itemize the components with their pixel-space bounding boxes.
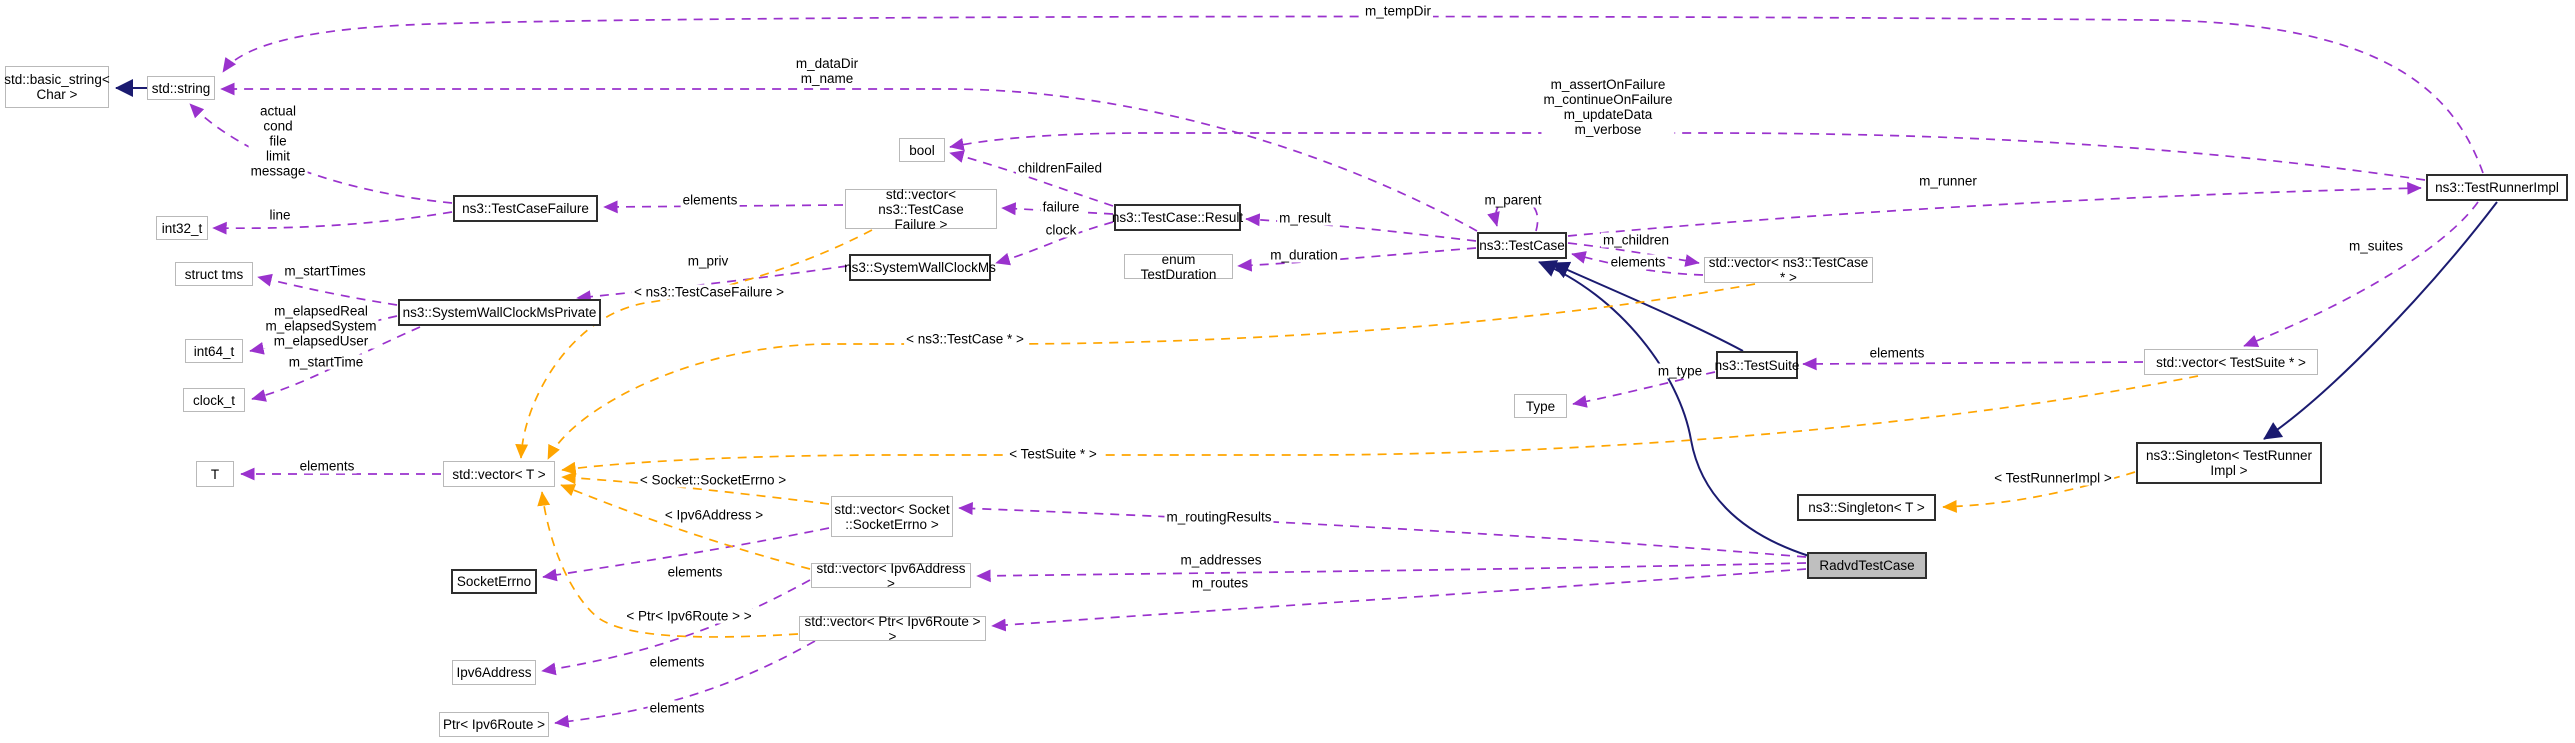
node-vector-ptr-ipv6route: std::vector< Ptr< Ipv6Route > > xyxy=(799,614,986,644)
node-bool: bool xyxy=(899,138,945,162)
edge-m-duration xyxy=(1237,247,1477,272)
edge-failure-strings xyxy=(189,103,453,204)
node-ptr-ipv6route: Ptr< Ipv6Route > xyxy=(439,712,549,737)
node-ns3-singleton-t[interactable]: ns3::Singleton< T > xyxy=(1797,494,1936,521)
edge-elements-socketerrno xyxy=(542,527,830,582)
edge-label-m-parent: m_parent xyxy=(1482,192,1544,208)
node-std-string: std::string xyxy=(147,76,215,100)
node-struct-tms: struct tms xyxy=(175,262,253,286)
edge-tmpl-ptr-ipv6route xyxy=(537,491,799,638)
edge-label-m-priv: m_priv xyxy=(685,253,731,269)
edge-m-result xyxy=(1245,213,1477,242)
edge-label-elements-testsuite: elements xyxy=(1867,345,1927,361)
edge-label-tmpl-ipv6address: < Ipv6Address > xyxy=(662,507,766,523)
edge-label-failure: failure xyxy=(1040,199,1082,215)
edge-label-clock: clock xyxy=(1043,222,1079,238)
edge-m-datadir-m-name xyxy=(220,82,1478,232)
node-vector-testcase-ptr: std::vector< ns3::TestCase * > xyxy=(1704,255,1873,285)
edge-runner-flags xyxy=(949,132,2426,181)
edge-label-m-datadir-m-name: m_dataDir m_name xyxy=(793,56,861,86)
node-vector-t: std::vector< T > xyxy=(443,461,555,487)
edge-line xyxy=(212,211,453,235)
node-ns3-testcase[interactable]: ns3::TestCase xyxy=(1477,232,1567,259)
node-ns3-testcase-result[interactable]: ns3::TestCase::Result xyxy=(1112,204,1243,231)
node-ipv6address: Ipv6Address xyxy=(452,660,536,685)
node-ns3-testrunnerimpl[interactable]: ns3::TestRunnerImpl xyxy=(2426,174,2568,201)
edge-label-elements-testcasefailure: elements xyxy=(680,192,740,208)
edge-label-elapsed-members: m_elapsedReal m_elapsedSystem m_elapsedU… xyxy=(263,303,379,349)
edge-m-runner xyxy=(1567,181,2422,237)
edge-label-m-type: m_type xyxy=(1655,363,1705,379)
node-ns3-systemwallclockmsprivate[interactable]: ns3::SystemWallClockMsPrivate xyxy=(398,299,601,326)
edge-m-suites xyxy=(2243,201,2479,347)
node-t: T xyxy=(196,461,234,487)
edge-label-tmpl-testsuite-ptr: < TestSuite * > xyxy=(1007,446,1099,462)
edge-inherit-radvd-testcase xyxy=(1538,260,1810,557)
node-std-basic-string: std::basic_string< Char > xyxy=(4,66,110,108)
edge-tmpl-testcasefailure xyxy=(515,229,873,459)
edge-label-m-routes: m_routes xyxy=(1189,575,1251,591)
edge-label-m-runner: m_runner xyxy=(1917,173,1979,189)
edge-inherit-testsuite-testcase xyxy=(1551,261,1744,352)
edge-label-tmpl-testrunnerimpl: < TestRunnerImpl > xyxy=(1992,470,2114,486)
edge-tmpl-testrunnerimpl xyxy=(1942,471,2136,513)
node-ns3-testcasefailure[interactable]: ns3::TestCaseFailure xyxy=(453,195,598,222)
node-vector-socketerrno: std::vector< Socket ::SocketErrno > xyxy=(831,496,953,537)
edge-m-routingresults xyxy=(958,502,1807,558)
edge-label-tmpl-testcase-ptr: < ns3::TestCase * > xyxy=(904,331,1026,347)
edge-clock xyxy=(995,221,1114,266)
edge-elements-ipv6address xyxy=(541,579,811,676)
edge-m-starttimes xyxy=(257,273,398,306)
node-ns3-singleton-testrunnerimpl[interactable]: ns3::Singleton< TestRunner Impl > xyxy=(2136,442,2322,484)
edge-label-elements-ptr-ipv6route: elements xyxy=(647,700,707,716)
edge-label-tmpl-ptr-ipv6route: < Ptr< Ipv6Route > > xyxy=(624,608,754,624)
edge-label-m-starttimes: m_startTimes xyxy=(282,263,368,279)
edge-label-m-starttime: m_startTime xyxy=(286,354,366,370)
edge-tmpl-testcase-ptr xyxy=(547,283,1756,460)
edge-label-line: line xyxy=(267,207,293,223)
edge-m-addresses xyxy=(976,562,1807,583)
edge-label-elements-ipv6address: elements xyxy=(647,654,707,670)
edge-label-tmpl-socketerrno: < Socket::SocketErrno > xyxy=(637,472,789,488)
node-vector-testcasefailure: std::vector< ns3::TestCase Failure > xyxy=(845,187,997,232)
edge-m-tempdir xyxy=(222,15,2484,174)
edge-inherit-runner-singleton xyxy=(2263,201,2498,440)
node-radvdtestcase: RadvdTestCase xyxy=(1807,552,1927,579)
node-ns3-systemwallclockms[interactable]: ns3::SystemWallClockMs xyxy=(844,254,996,281)
edge-tmpl-socketerrno xyxy=(561,471,830,505)
edge-childrenfailed xyxy=(949,150,1114,207)
edge-label-m-children: m_children xyxy=(1600,232,1672,248)
edge-label-m-suites: m_suites xyxy=(2346,238,2406,254)
edge-label-m-result: m_result xyxy=(1277,210,1333,226)
edge-label-m-routingresults: m_routingResults xyxy=(1164,509,1274,525)
edge-label-tmpl-testcasefailure: < ns3::TestCaseFailure > xyxy=(631,284,787,300)
node-vector-ipv6address: std::vector< Ipv6Address > xyxy=(811,561,971,591)
edge-m-children xyxy=(1567,242,1700,267)
edge-label-runner-flags: m_assertOnFailure m_continueOnFailure m_… xyxy=(1541,77,1675,137)
edge-elements-ptr-ipv6route xyxy=(554,640,816,728)
edge-label-childrenfailed: childrenFailed xyxy=(1015,160,1105,176)
node-vector-testsuite-ptr: std::vector< TestSuite * > xyxy=(2144,349,2318,375)
edge-label-m-addresses: m_addresses xyxy=(1178,552,1264,568)
edge-label-elements-t: elements xyxy=(297,458,357,474)
edge-label-elements-socketerrno: elements xyxy=(665,564,725,580)
node-int64-t: int64_t xyxy=(185,339,243,363)
edge-m-parent-loop xyxy=(1487,197,1539,232)
edge-label-failure-strings: actual cond file limit message xyxy=(248,103,308,179)
node-ns3-testsuite[interactable]: ns3::TestSuite xyxy=(1715,351,1799,379)
edge-elements-testsuite xyxy=(1802,357,2144,371)
edge-m-routes xyxy=(991,568,1807,632)
node-socketerrno[interactable]: SocketErrno xyxy=(451,569,537,594)
node-enum-testduration: enum TestDuration xyxy=(1124,252,1233,282)
node-type: Type xyxy=(1514,394,1567,418)
node-clock-t: clock_t xyxy=(183,388,245,412)
edge-label-m-tempdir: m_tempDir xyxy=(1362,3,1434,19)
edge-m-starttime xyxy=(251,326,421,402)
edge-label-elements-testcase: elements xyxy=(1608,254,1668,270)
node-int32-t: int32_t xyxy=(156,216,208,240)
edge-tmpl-testsuite-ptr xyxy=(561,375,2199,475)
edge-label-m-duration: m_duration xyxy=(1268,247,1340,263)
edge-tmpl-ipv6address xyxy=(560,484,811,570)
